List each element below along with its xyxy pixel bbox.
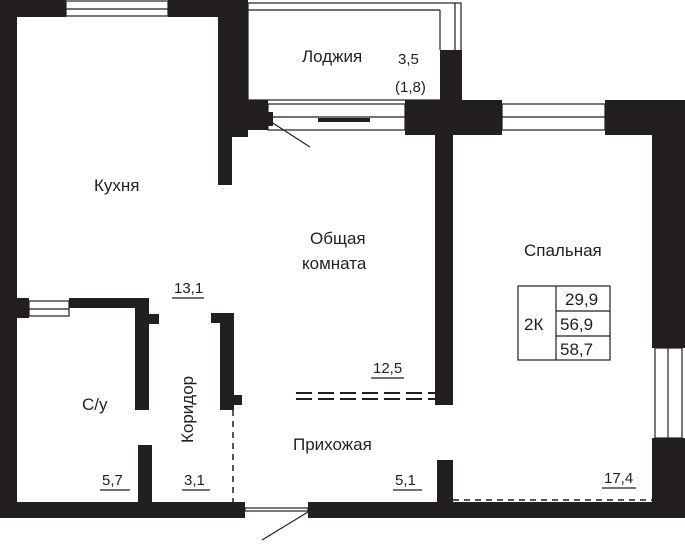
living-area-total: 29,9: [565, 290, 598, 309]
wall-right-top: [652, 100, 685, 348]
apartment-summary: 2К 29,9 56,9 58,7: [517, 285, 611, 361]
wall-bottom-right: [308, 502, 685, 518]
total-area: 56,9: [560, 315, 593, 334]
living-area: 12,5: [373, 360, 402, 377]
kitchen-name: Кухня: [94, 176, 140, 195]
wall-loggia-corner: [232, 100, 268, 130]
wall-kitchen-stub: [218, 137, 232, 185]
bathroom-name: С/у: [82, 395, 108, 414]
corridor-name: Коридор: [178, 376, 197, 443]
entrance-door-swing: [261, 511, 309, 541]
kitchen-area: 13,1: [174, 280, 203, 297]
loggia-area-reduced: (1,8): [395, 79, 426, 96]
living-name-line1: Общая: [310, 229, 366, 248]
hallway-name: Прихожая: [293, 435, 372, 454]
bedroom-name: Спальная: [524, 241, 602, 260]
bathroom-area: 5,7: [102, 472, 123, 489]
wall-living-bedroom: [435, 130, 453, 405]
total-area-with-loggia: 58,7: [560, 340, 593, 359]
wall-bathroom-top-left: [17, 298, 29, 318]
wall-bathroom-top: [69, 298, 149, 308]
wall-loggia-right: [440, 50, 462, 100]
wall-top-left: [0, 0, 66, 17]
apartment-type: 2К: [524, 315, 543, 334]
wall-bottom-left: [0, 502, 245, 518]
living-name-line2: комната: [302, 254, 367, 273]
wall-corridor: [220, 313, 234, 410]
loggia-door-swing: [267, 119, 311, 148]
wall-bedroom-top-left: [462, 100, 502, 135]
loggia-name: Лоджия: [302, 47, 362, 66]
corridor-area: 3,1: [184, 472, 205, 489]
bedroom-area: 17,4: [604, 470, 633, 487]
loggia-area: 3,5: [398, 51, 419, 68]
wall-top-mid: [168, 0, 248, 17]
hallway-area: 5,1: [395, 472, 416, 489]
wall-left: [0, 0, 17, 518]
